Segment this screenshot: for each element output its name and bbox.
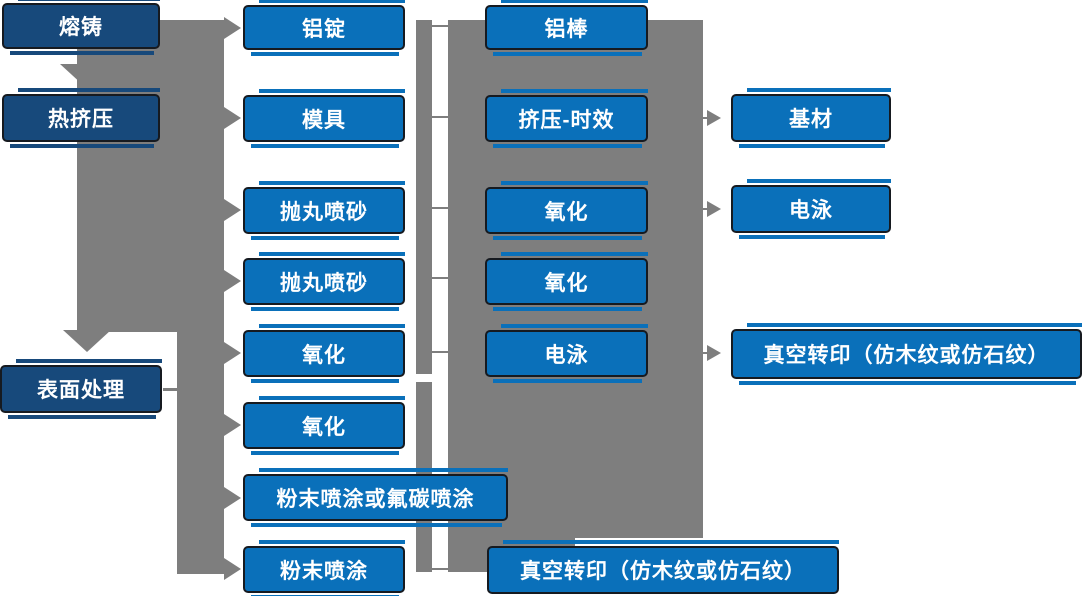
arrow-shaft-vacuum-transfer-print-2 (703, 352, 708, 354)
arrow-to-oxidation-1-icon (224, 342, 241, 364)
node-surface-treatment: 表面处理 (0, 359, 162, 419)
node-oxidation-1: 氧化 (243, 324, 405, 383)
node-shot-blasting-sandblasting-1: 抛丸喷砂 (243, 181, 405, 240)
node-mold: 模具 (243, 89, 405, 148)
node-electrophoresis-1: 电泳 (485, 324, 648, 383)
arrow-to-oxidation-2-icon (224, 414, 241, 436)
arrow-to-vacuum-transfer-print-2-icon (707, 345, 721, 361)
arrow-to-shot-blasting-1-icon (224, 199, 241, 221)
link-line-aluminum-rod (432, 25, 448, 27)
node-powder-coating: 粉末喷涂 (243, 540, 405, 596)
node-hot-extrusion: 热挤压 (2, 88, 160, 148)
link-line-oxidation-4 (432, 277, 448, 279)
node-aluminum-rod: 铝棒 (485, 0, 648, 56)
node-powder-or-fluorocarbon-coating: 粉末喷涂或氟碳喷涂 (243, 468, 508, 527)
arrow-to-electrophoresis-2-icon (707, 201, 721, 217)
arrow-to-powder-coating-icon (224, 558, 241, 580)
node-aluminum-ingot: 铝锭 (243, 0, 405, 56)
node-oxidation-2: 氧化 (243, 396, 405, 455)
node-oxidation-4: 氧化 (485, 252, 648, 311)
connector-surface-treatment (163, 388, 183, 391)
node-vacuum-transfer-print-1: 真空转印（仿木纹或仿石纹） (487, 540, 839, 594)
link-bar-upper (416, 20, 432, 374)
node-electrophoresis-2: 电泳 (731, 179, 891, 239)
link-line-extrusion-aging (432, 116, 448, 118)
node-oxidation-3: 氧化 (485, 181, 648, 240)
arrow-to-shot-blasting-2-icon (224, 270, 241, 292)
arrow-down-to-hot-extrusion-icon (60, 64, 108, 86)
link-line-electrophoresis-1 (432, 351, 448, 353)
link-line-oxidation-3 (432, 207, 448, 209)
node-extrusion-aging: 挤压-时效 (485, 89, 648, 148)
link-line-vacuum-transfer-print-1 (432, 568, 448, 570)
arrow-to-powder-or-fluorocarbon-coating-icon (224, 487, 241, 509)
arrow-shaft-base-material (703, 117, 708, 119)
node-vacuum-transfer-print-2: 真空转印（仿木纹或仿石纹） (731, 323, 1082, 385)
node-base-material: 基材 (731, 88, 891, 148)
arrow-to-aluminum-ingot-icon (224, 17, 241, 39)
arrow-shaft-electrophoresis-2 (703, 208, 708, 210)
arrow-to-mold-icon (224, 107, 241, 129)
arrow-to-base-material-icon (707, 110, 721, 126)
node-shot-blasting-sandblasting-2: 抛丸喷砂 (243, 252, 405, 311)
arrow-down-to-surface-treatment-icon (63, 330, 111, 352)
flow-band-left-lower (177, 20, 224, 574)
node-melting-casting: 熔铸 (2, 0, 160, 55)
